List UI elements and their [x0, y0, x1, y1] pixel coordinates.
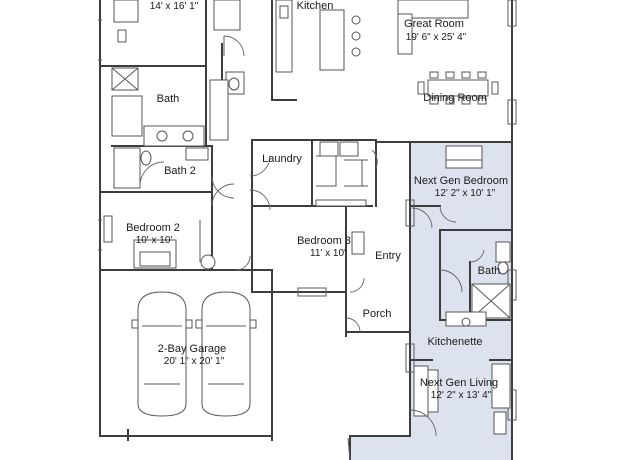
- room-labels: 14' x 16' 1" Kitchen Great Room 19' 6" x…: [126, 0, 508, 401]
- great-room-dims: 19' 6" x 25' 4": [406, 32, 467, 43]
- next-gen-bedroom-dims: 12' 2" x 10' 1": [435, 188, 496, 199]
- bath-label: Bath: [157, 93, 180, 105]
- next-gen-bath-label: Bath: [478, 265, 501, 277]
- next-gen-suite-shading: [350, 142, 512, 460]
- great-room-label: Great Room: [404, 18, 464, 30]
- next-gen-bedroom-label: Next Gen Bedroom: [414, 175, 508, 187]
- porch-label: Porch: [363, 308, 392, 320]
- garage-dims: 20' 1" x 20' 1": [164, 356, 225, 367]
- next-gen-living-label: Next Gen Living: [420, 377, 498, 389]
- next-gen-living-dims: 12' 2" x 13' 4": [431, 390, 492, 401]
- kitchen-label: Kitchen: [297, 0, 334, 12]
- fixtures: [98, 0, 517, 460]
- walls: [99, 0, 513, 460]
- bath-2-label: Bath 2: [164, 165, 196, 177]
- bedroom-3-label: Bedroom 3: [297, 235, 351, 247]
- bedroom-2-label: Bedroom 2: [126, 222, 180, 234]
- garage-label: 2-Bay Garage: [158, 343, 226, 355]
- dining-room-label: Dining Room: [423, 92, 487, 104]
- kitchenette-label: Kitchenette: [427, 336, 482, 348]
- bedroom-3-dims: 11' x 10': [310, 248, 346, 259]
- bedroom-2-dims: 10' x 10': [136, 235, 173, 246]
- laundry-label: Laundry: [262, 153, 302, 165]
- owners-suite-dims: 14' x 16' 1": [150, 1, 199, 12]
- entry-label: Entry: [375, 250, 401, 262]
